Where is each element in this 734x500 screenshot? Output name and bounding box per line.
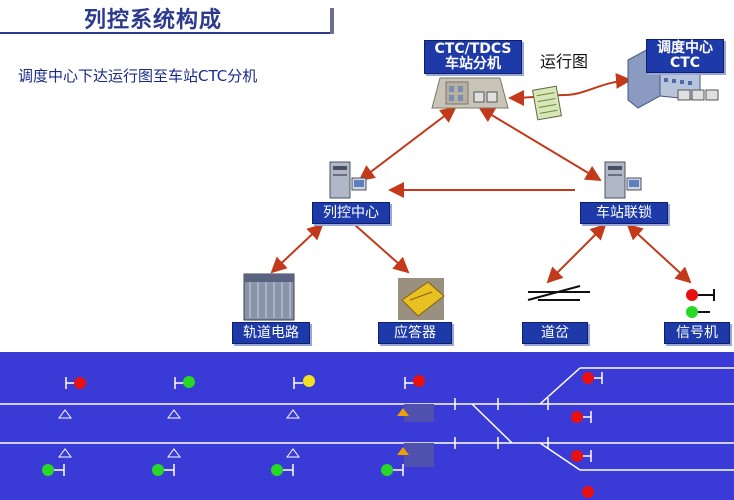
track-insulated-joints: [454, 398, 549, 449]
arrow-interlock-to-signal: [626, 223, 692, 284]
train-control-center-computer-icon: [329, 161, 367, 199]
active-transponder-markers: [397, 404, 434, 467]
edge-label-schedule: 运行图: [540, 52, 589, 71]
node-switch: 道岔: [522, 322, 588, 344]
track-signals-right: [571, 372, 603, 498]
track-lines: [0, 367, 734, 471]
switch-turnout-icon: [527, 285, 590, 301]
title-underline: [0, 32, 330, 34]
subtitle: 调度中心下达运行图至车站CTC分机: [18, 67, 258, 85]
node-dispatch-line1: 调度中心: [657, 40, 713, 56]
track-circuit-cabinet-icon: [243, 273, 295, 321]
track-signals-lower: [42, 464, 404, 476]
node-ctc-tdcs-line1: CTC/TDCS: [434, 41, 512, 57]
arrow-tcc-to-transponder: [354, 224, 410, 274]
schedule-document-icon: [531, 85, 563, 121]
arrow-interlock-to-switch: [546, 223, 607, 284]
node-ctc-tdcs-station: CTC/TDCS 车站分机: [424, 40, 522, 74]
node-dispatch-line2: CTC: [669, 55, 701, 71]
track-layout-panel: [0, 352, 734, 500]
arrow-ctc-to-tcc: [358, 106, 457, 182]
track-signals-upper: [65, 375, 425, 389]
node-ctc-tdcs-line2: 车站分机: [445, 56, 501, 72]
arrow-tcc-to-track: [270, 223, 324, 274]
title-side-bar: [330, 8, 334, 34]
node-train-control-center: 列控中心: [312, 202, 390, 224]
node-track-circuit: 轨道电路: [232, 322, 310, 344]
node-interlocking: 车站联锁: [580, 202, 668, 224]
page-title: 列控系统构成: [84, 8, 223, 33]
node-dispatch-center: 调度中心 CTC: [646, 39, 724, 73]
node-signal: 信号机: [664, 322, 730, 344]
transponder-icon: [398, 278, 445, 320]
signal-machine-icon: [686, 289, 715, 318]
track-transponder-markers: [58, 409, 300, 458]
interlocking-computer-icon: [604, 161, 642, 199]
arrow-dispatch-to-ctc: [508, 72, 632, 106]
node-transponder: 应答器: [378, 322, 452, 344]
ctc-station-building-icon: [431, 77, 509, 109]
arrow-ctc-to-interlock: [478, 106, 602, 182]
